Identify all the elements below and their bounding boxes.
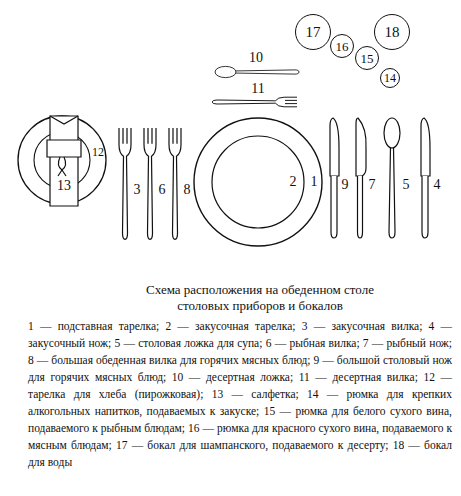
callout-number: 3 xyxy=(134,183,141,197)
glass-circle: 16 xyxy=(330,34,354,58)
callout-number: 6 xyxy=(159,183,166,197)
callout-number: 12 xyxy=(92,146,104,158)
callout-number: 1 xyxy=(311,175,318,189)
napkin xyxy=(47,116,81,206)
callout-number: 8 xyxy=(184,183,191,197)
callout-number: 17 xyxy=(306,25,321,40)
glass-circle: 15 xyxy=(355,46,379,70)
dinner-plates xyxy=(194,118,322,246)
fish-knife xyxy=(356,118,366,238)
dinner-knife xyxy=(330,118,339,238)
callout-number: 18 xyxy=(385,25,400,40)
callout-number: 11 xyxy=(251,82,264,96)
callout-number: 10 xyxy=(249,51,263,65)
legend-text: 1 — подставная тарелка; 2 — закусочная т… xyxy=(28,318,452,471)
dessert-spoon xyxy=(215,66,299,77)
callout-number: 14 xyxy=(384,72,396,84)
glass-circle: 18 xyxy=(374,14,410,50)
diagram-title: Схема расположения на обеденном столе ст… xyxy=(130,282,390,314)
glass-circle: 17 xyxy=(295,14,331,50)
callout-number: 5 xyxy=(403,178,410,192)
dinner-fork xyxy=(169,128,181,239)
callout-number: 13 xyxy=(57,179,71,193)
callout-number: 7 xyxy=(369,178,376,192)
glass-circle: 14 xyxy=(380,68,400,88)
fish-fork xyxy=(144,128,156,239)
dessert-fork xyxy=(212,97,297,107)
callout-number: 9 xyxy=(342,178,349,192)
starter-fork xyxy=(119,128,131,239)
starter-knife xyxy=(421,118,430,238)
callout-number: 2 xyxy=(290,175,297,189)
callout-number: 16 xyxy=(336,40,349,53)
soup-spoon xyxy=(384,118,400,238)
callout-number: 15 xyxy=(361,52,374,65)
callout-number: 4 xyxy=(434,178,441,192)
